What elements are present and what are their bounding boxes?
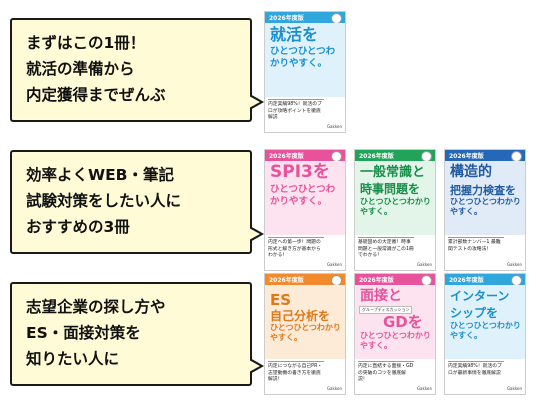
publisher-label: Gakken: [326, 124, 342, 129]
speech-bubble-1: まずはこの1冊！ 就活の準備から 内定獲得までぜんぶ: [10, 18, 264, 122]
book-subtitle: ひとつひとつわかりやすく。: [360, 331, 431, 350]
book-cover-intern[interactable]: 2026年度版 インターン シップを ひとつひとつわかりやすく。 内定実績98%…: [445, 274, 525, 394]
book-title: 構造的: [450, 164, 492, 180]
book-blurb: 内定実績98%！就活のプロが最新事情を徹底解説: [448, 361, 504, 377]
publisher-label: Gakken: [326, 386, 342, 391]
book-title-line2: シップを: [450, 306, 499, 320]
speech-bubble-2: 効率よくWEB・筆記 試験対策をしたい人に おすすめの3冊: [10, 150, 264, 254]
book-blurb: 内定につながる自己PR・志望動機の書き方を徹底解説！: [268, 361, 324, 384]
book-blurb: 内定実績98%！就活のプロが攻略ポイントを徹底解説: [268, 99, 324, 122]
book-cover-shukatsu[interactable]: 2026年度版 就活を ひとつひとつわかりやすく。 内定実績98%！就活のプロが…: [265, 12, 345, 132]
book-cover-spi3[interactable]: 2026年度版 SPI3を ひとつひとつわかりやすく。 内定への第一歩！問題の形…: [265, 150, 345, 270]
edition-label: 2026年度版: [449, 153, 484, 160]
book-subtitle: ひとつひとつわかりやすく。: [450, 321, 521, 340]
book-cover-ippan[interactable]: 2026年度版 一般常識と 時事問題を ひとつひとつわかりやすく。 基礎固めの大…: [355, 150, 435, 270]
edition-label: 2026年度版: [269, 15, 304, 22]
bubble-line: 志望企業の探し方や: [26, 298, 166, 316]
book-subtitle: ひとつひとつわかりやすく。: [270, 184, 336, 207]
book-title: 一般常識と: [360, 165, 426, 180]
topic-chip: グループディスカッション: [359, 306, 413, 314]
book-subtitle: ひとつひとつわかりやすく。: [450, 197, 521, 216]
book-title: SPI3を: [270, 162, 330, 182]
edition-label: 2026年度版: [269, 277, 304, 284]
book-blurb: 基礎固めの大定番！時事問題と一般常識がこの1冊でわかる！: [358, 237, 414, 260]
bubble-line: まずはこの1冊！: [26, 34, 146, 52]
book-blurb: 内定への第一歩！問題の形式と解き方が基本からわかる！: [268, 237, 324, 260]
book-cover-mensetsu[interactable]: 2026年度版 面接と グループディスカッション GDを ひとつひとつわかりやす…: [355, 274, 435, 394]
book-cover-kozo[interactable]: 2026年度版 構造的 把握力検査を ひとつひとつわかりやすく。 累計部数ナンバ…: [445, 150, 525, 270]
book-cover-es[interactable]: 2026年度版 エントリーシート ES 自己分析を ひとつひとつわかりやすく。 …: [265, 274, 345, 394]
publisher-label: Gakken: [326, 262, 342, 267]
book-blurb: 内定に直結する面接・GDの突破のコツを徹底解説！: [358, 361, 414, 384]
book-title: インターン: [450, 289, 510, 303]
edition-label: 2026年度版: [449, 277, 484, 284]
book-title: 面接と: [360, 288, 402, 304]
speech-bubble-3: 志望企業の探し方や ES・面接対策を 知りたい人に: [10, 282, 264, 386]
bubble-line: 効率よくWEB・筆記: [26, 166, 174, 184]
book-blurb: 累計部数ナンバー1 最難関テストの攻略法！: [448, 237, 504, 253]
edition-label: 2026年度版: [269, 153, 304, 160]
publisher-label: Gakken: [506, 262, 522, 267]
edition-label: 2026年度版: [359, 277, 394, 284]
book-title: ES: [270, 291, 292, 309]
book-title-line2: 時事問題を: [360, 182, 421, 196]
book-title-line2: 自己分析を: [270, 309, 331, 323]
book-title-line2: 把握力検査を: [450, 184, 516, 197]
publisher-label: Gakken: [506, 386, 522, 391]
publisher-label: Gakken: [416, 262, 432, 267]
bubble-line: ES・面接対策を: [26, 324, 141, 342]
bubble-line: 試験対策をしたい人に: [26, 192, 182, 210]
book-title-line2: GDを: [383, 313, 423, 331]
bubble-line: 内定獲得までぜんぶ: [26, 86, 166, 104]
book-subtitle: ひとつひとつわかりやすく。: [270, 323, 341, 342]
publisher-label: Gakken: [416, 386, 432, 391]
book-title: 就活を: [270, 25, 319, 44]
edition-label: 2026年度版: [359, 153, 394, 160]
bubble-line: おすすめの3冊: [26, 218, 130, 236]
book-subtitle: ひとつひとつわかりやすく。: [360, 197, 431, 216]
book-subtitle: ひとつひとつわかりやすく。: [270, 46, 336, 69]
bubble-line: 就活の準備から: [26, 60, 135, 78]
bubble-line: 知りたい人に: [26, 350, 120, 368]
